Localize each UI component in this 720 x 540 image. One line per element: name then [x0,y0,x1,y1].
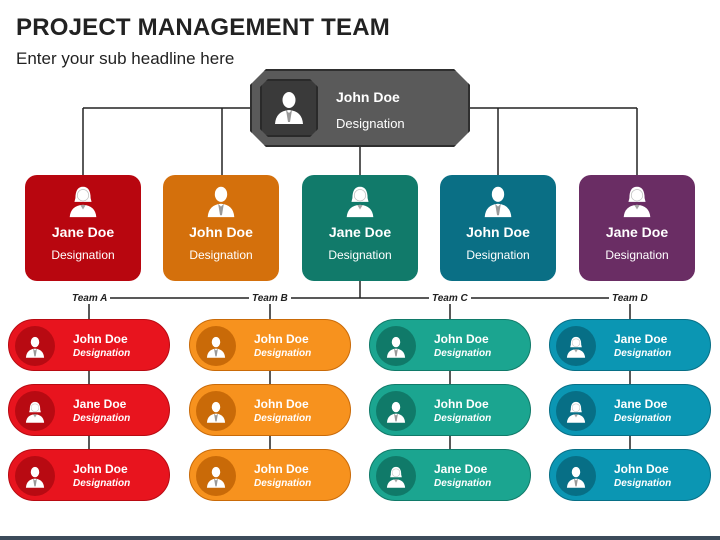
manager-designation: Designation [189,248,253,262]
footer-bar [0,536,720,540]
member-name: Jane Doe [73,397,127,411]
male-user-icon [15,326,55,366]
female-user-icon [556,326,596,366]
top-leader-name: John Doe [336,89,400,105]
male-user-icon [196,326,236,366]
member-designation: Designation [434,478,492,489]
member-name: John Doe [254,332,309,346]
team-c-label: Team C [429,293,471,304]
member-name: John Doe [434,332,489,346]
page-title: PROJECT MANAGEMENT TEAM [16,14,390,41]
male-user-icon [163,181,279,221]
member-designation: Designation [614,413,672,424]
member-designation: Designation [73,348,131,359]
male-user-icon [196,456,236,496]
member-name: John Doe [73,332,128,346]
female-user-icon [556,391,596,431]
member-name: John Doe [73,462,128,476]
page-subtitle: Enter your sub headline here [16,49,235,68]
manager-designation: Designation [605,248,669,262]
female-user-icon [15,391,55,431]
manager-name: John Doe [189,224,253,240]
member-name: Jane Doe [614,332,668,346]
team-b-label: Team B [249,293,291,304]
member-name: John Doe [254,462,309,476]
member-designation: Designation [434,413,492,424]
male-user-icon [440,181,556,221]
manager-name: Jane Doe [51,224,115,240]
male-user-icon [376,326,416,366]
female-user-icon [302,181,418,221]
manager-name: Jane Doe [605,224,669,240]
member-designation: Designation [614,348,672,359]
team-d-label: Team D [609,293,651,304]
top-leader-avatar [260,79,318,137]
member-name: Jane Doe [614,397,668,411]
member-designation: Designation [614,478,672,489]
manager-name: John Doe [466,224,530,240]
male-user-icon [376,391,416,431]
member-designation: Designation [254,348,312,359]
member-name: John Doe [434,397,489,411]
top-leader-designation: Designation [336,116,405,131]
male-user-icon [556,456,596,496]
manager-name: Jane Doe [328,224,392,240]
male-user-icon [196,391,236,431]
manager-designation: Designation [328,248,392,262]
male-user-icon [15,456,55,496]
female-user-icon [579,181,695,221]
member-designation: Designation [254,478,312,489]
member-name: Jane Doe [434,462,488,476]
member-designation: Designation [434,348,492,359]
member-designation: Designation [73,413,131,424]
female-user-icon [376,456,416,496]
female-user-icon [25,181,141,221]
male-user-icon [269,86,309,131]
member-name: John Doe [614,462,669,476]
team-a-label: Team A [69,293,111,304]
manager-designation: Designation [466,248,530,262]
member-name: John Doe [254,397,309,411]
member-designation: Designation [73,478,131,489]
member-designation: Designation [254,413,312,424]
top-leader-card: John Doe Designation [250,69,470,147]
manager-designation: Designation [51,248,115,262]
